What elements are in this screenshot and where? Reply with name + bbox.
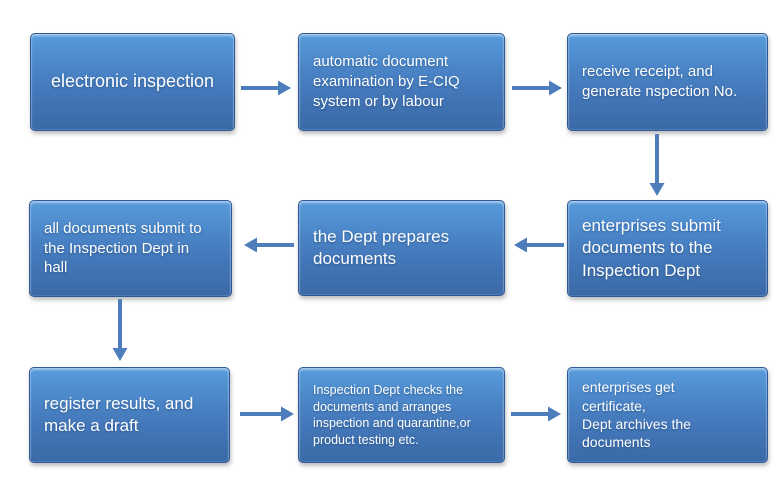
flow-node-label: electronic inspection — [50, 71, 215, 92]
arrow-left-icon — [243, 233, 295, 257]
flow-node-automatic-examination: automatic document examination by E-CIQ … — [298, 33, 505, 131]
flow-node-dept-checks: Inspection Dept checks the documents and… — [298, 367, 505, 463]
arrow-right-icon — [240, 76, 292, 100]
flow-node-label: the Dept prepares documents — [313, 226, 450, 268]
flow-node-register-results: register results, and make a draft — [29, 367, 230, 463]
flow-node-label: Inspection Dept checks the documents and… — [313, 383, 471, 447]
flow-node-dept-prepares: the Dept prepares documents — [298, 200, 505, 296]
arrow-right-icon — [239, 402, 295, 426]
flow-node-electronic-inspection: electronic inspection — [30, 33, 235, 131]
arrow-down-icon — [645, 133, 669, 197]
flow-node-label: enterprises get certificate, Dept archiv… — [582, 379, 691, 451]
arrow-down-icon — [108, 298, 132, 362]
arrow-left-icon — [513, 233, 565, 257]
flow-node-get-certificate: enterprises get certificate, Dept archiv… — [567, 367, 768, 463]
arrow-right-icon — [510, 402, 562, 426]
flow-node-label: all documents submit to the Inspection D… — [44, 219, 202, 277]
flow-node-label: automatic document examination by E-CIQ … — [313, 53, 460, 110]
flow-node-label: receive receipt, and generate nspection … — [582, 63, 738, 100]
flow-node-submit-in-hall: all documents submit to the Inspection D… — [29, 200, 232, 297]
flow-node-receive-receipt: receive receipt, and generate nspection … — [567, 33, 768, 131]
flow-node-label: enterprises submit documents to the Insp… — [582, 215, 721, 280]
arrow-right-icon — [511, 76, 563, 100]
flow-node-label: register results, and make a draft — [44, 393, 194, 435]
flow-node-enterprises-submit: enterprises submit documents to the Insp… — [567, 200, 768, 297]
